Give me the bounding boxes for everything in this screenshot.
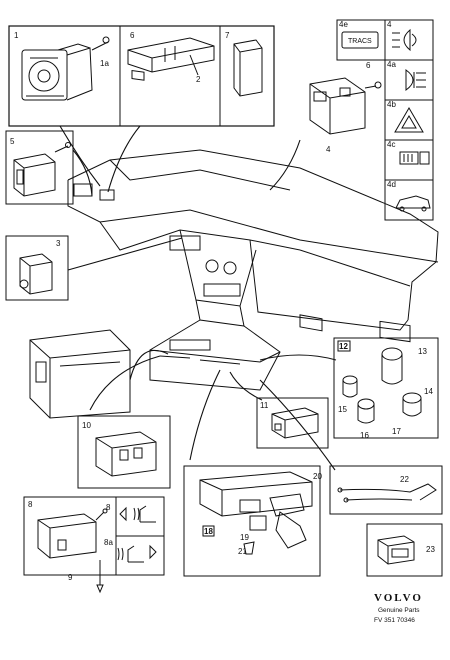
callout-11: 11 — [260, 401, 269, 410]
panel-parts-12-17 — [333, 337, 439, 439]
footer-genuine-parts: Genuine Parts — [378, 607, 420, 614]
panel-part-10 — [77, 415, 171, 489]
callout-4a: 4a — [387, 60, 396, 69]
callout-13: 13 — [418, 347, 427, 356]
callout-2: 2 — [196, 75, 201, 84]
callout-15: 15 — [338, 405, 347, 414]
callout-6-top: 6 — [130, 31, 135, 40]
callout-3: 3 — [56, 239, 61, 248]
panel-part-11 — [256, 397, 329, 449]
callout-4: 4 — [387, 20, 392, 29]
hazard-warning-icon — [394, 107, 424, 133]
callout-1a: 1a — [100, 59, 109, 68]
callout-8a: 8a — [104, 538, 113, 547]
panel-part-22 — [329, 465, 443, 515]
part-23-switch — [377, 535, 415, 565]
footer-brand: VOLVO — [374, 592, 423, 604]
callout-14: 14 — [424, 387, 433, 396]
panel-part-5 — [5, 130, 74, 205]
callout-18: 18 — [204, 527, 213, 536]
part-4-switch-housing — [309, 77, 382, 135]
callout-17: 17 — [392, 427, 401, 436]
callout-20: 20 — [313, 472, 322, 481]
callout-7: 7 — [225, 31, 230, 40]
heated-rear-window-icon — [399, 151, 430, 165]
callout-9: 9 — [68, 573, 73, 582]
panel-parts-18-21 — [183, 465, 321, 577]
panel-part-8 — [23, 496, 165, 576]
panel-headlight-switch — [8, 25, 275, 127]
tracs-label: TRACS — [348, 38, 372, 45]
part-22-cable — [337, 483, 437, 503]
heated-seat-icon-left — [119, 505, 156, 523]
panel-switch-symbols — [336, 19, 434, 221]
callout-1: 1 — [14, 31, 19, 40]
panel-part-23 — [366, 523, 443, 577]
callout-4b: 4b — [387, 100, 396, 109]
part-15-socket — [342, 375, 375, 424]
tracs-badge: TRACS — [341, 31, 379, 49]
callout-10: 10 — [82, 421, 91, 430]
car-icon — [395, 195, 431, 212]
rear-fog-light-icon — [405, 69, 426, 91]
callout-22: 22 — [400, 475, 409, 484]
footer-code: FV 351 70346 — [374, 617, 415, 624]
heated-seat-icon-right — [117, 544, 157, 563]
callout-19: 19 — [240, 533, 249, 542]
part-11-switch — [271, 407, 319, 439]
part-14-socket — [381, 347, 422, 417]
callout-8-right: 8 — [106, 503, 111, 512]
part-18-control-unit — [199, 471, 313, 549]
callout-5: 5 — [10, 137, 15, 146]
callout-4-main: 4 — [326, 145, 331, 154]
fog-light-icon — [392, 28, 417, 52]
part-10-switch — [95, 431, 157, 477]
part-3-dimmer — [19, 253, 53, 295]
footer-block: VOLVO Genuine Parts FV 351 70346 — [374, 592, 423, 624]
part-2-switch-module — [127, 37, 215, 81]
part-8-seat-heater-switch — [37, 508, 108, 559]
callout-4d: 4d — [387, 180, 396, 189]
part-5-switch — [13, 142, 71, 197]
callout-23: 23 — [426, 545, 435, 554]
callout-16: 16 — [360, 431, 369, 440]
callout-21: 21 — [238, 547, 247, 556]
rear-console — [29, 329, 131, 419]
callout-12: 12 — [339, 342, 348, 351]
callout-6: 6 — [366, 61, 371, 70]
callout-4e: 4e — [339, 20, 348, 29]
part-7-cover — [233, 39, 263, 97]
callout-4c: 4c — [387, 140, 395, 149]
dashboard-outline — [67, 149, 439, 391]
part-9-screw — [96, 560, 104, 594]
part-13-clip — [243, 541, 255, 555]
panel-part-3 — [5, 235, 69, 301]
callout-8: 8 — [28, 500, 33, 509]
leader-lines — [59, 125, 337, 471]
part-1-light-switch — [21, 36, 110, 101]
